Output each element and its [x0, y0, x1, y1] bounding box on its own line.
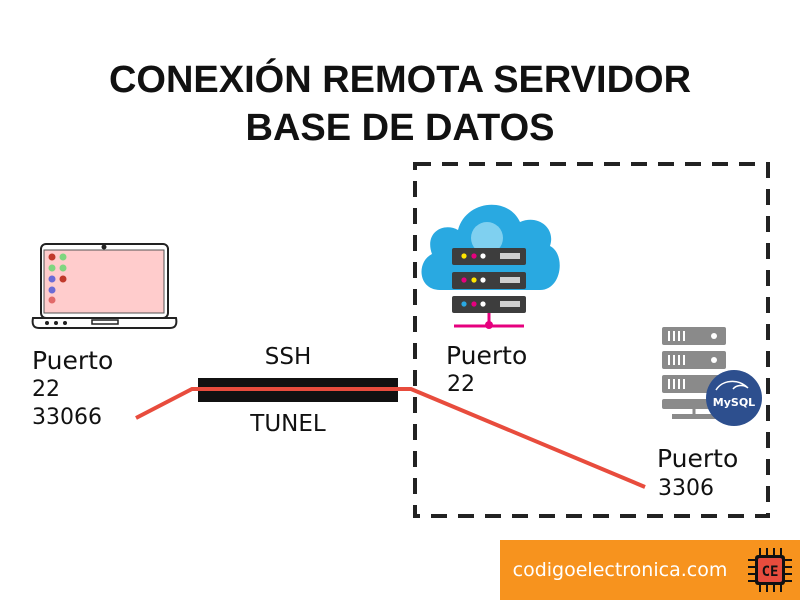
title-line-1: CONEXIÓN REMOTA SERVIDOR	[108, 59, 692, 101]
client-port-33066: 33066	[32, 405, 102, 430]
cloud-server-icon	[421, 204, 560, 329]
database-server-icon	[662, 327, 726, 419]
ssh-label: SSH	[265, 344, 312, 370]
client-port-22: 22	[32, 377, 60, 402]
laptop-icon	[31, 243, 178, 329]
database-port-label: Puerto	[657, 444, 739, 473]
brand-site-link[interactable]: codigoelectronica.com	[500, 540, 740, 600]
remote-server-port: 22	[447, 372, 475, 397]
chip-logo-icon: CE	[740, 540, 800, 600]
title-line-2: BASE DE DATOS	[245, 107, 555, 149]
remote-network-boundary	[413, 162, 770, 518]
database-port: 3306	[658, 476, 714, 501]
mysql-logo-icon: MySQL	[706, 370, 762, 426]
mysql-badge-text: MySQL	[713, 396, 755, 409]
tunnel-label: TUNEL	[249, 411, 326, 437]
connection-line	[135, 387, 646, 489]
client-port-label: Puerto	[32, 346, 114, 375]
chip-logo-text: CE	[762, 564, 779, 580]
remote-server-port-label: Puerto	[446, 341, 528, 370]
